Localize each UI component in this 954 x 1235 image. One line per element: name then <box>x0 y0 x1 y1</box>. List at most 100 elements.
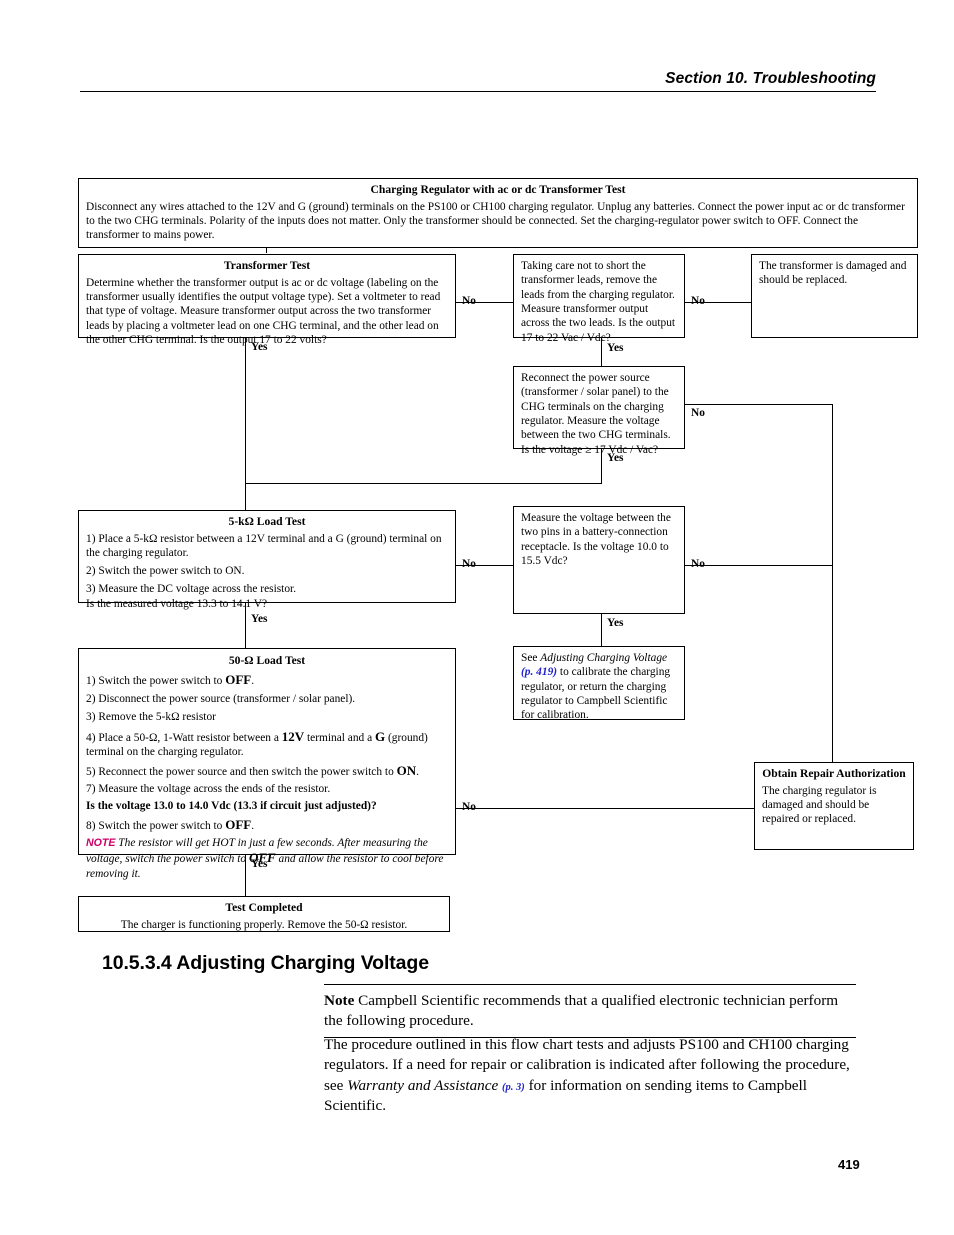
connector-load50-yes-vert <box>245 855 247 896</box>
box-50ohm-step5: 5) Reconnect the power source and then s… <box>86 763 448 779</box>
box-5k-load-test-question: Is the measured voltage 13.3 to 14.1 V? <box>86 598 268 611</box>
body-para-italic-title: Warranty and Assistance <box>347 1076 499 1094</box>
box-test-completed-title: Test Completed <box>225 901 303 914</box>
box-battery-receptacle: Measure the voltage between the two pins… <box>513 506 685 614</box>
note-text-b: and allow the resistor to cool before re… <box>86 853 444 880</box>
box-remove-leads-body: Taking care not to short the transformer… <box>521 260 676 344</box>
note-keyword-label: Note <box>324 992 355 1009</box>
note-body-text: Campbell Scientific recommends that a qu… <box>324 992 839 1030</box>
see-prefix: See <box>521 652 541 664</box>
box-transformer-damaged-body: The transformer is damaged and should be… <box>759 260 907 287</box>
step5-text: 5) Reconnect the power source and then s… <box>86 766 397 779</box>
label-no-reconnect: No <box>691 407 705 419</box>
box-50ohm-question: Is the voltage 13.0 to 14.0 Vdc (13.3 if… <box>86 800 377 813</box>
troubleshooting-flowchart: No No Yes Yes No Yes No No Yes Yes No Ye… <box>78 178 918 932</box>
section-heading: 10.5.3.4 Adjusting Charging Voltage <box>102 952 429 974</box>
box-reconnect-power-source-body: Reconnect the power source (transformer … <box>521 372 671 456</box>
body-para-pre: The procedure outlined in this flow char… <box>324 1036 850 1094</box>
step4-text-b: terminal and a <box>304 731 375 744</box>
connector-right-trunk-vert <box>832 404 834 765</box>
box-see-adjusting-charging-voltage: See Adjusting Charging Voltage (p. 419) … <box>513 646 685 723</box>
note-off: OFF <box>248 850 276 866</box>
body-para-page-link[interactable]: (p. 3) <box>502 1081 525 1093</box>
box-5k-load-test-step3: 3) Measure the DC voltage across the res… <box>86 582 297 595</box>
box-50ohm-step1: 1) Switch the power switch to OFF. <box>86 672 448 688</box>
step4-text-a: 4) Place a 50-Ω, 1-Watt resistor between… <box>86 731 282 744</box>
box-50ohm-note: NOTE The resistor will get HOT in just a… <box>86 836 448 881</box>
box-test-completed: Test Completed The charger is functionin… <box>78 896 450 932</box>
box-remove-leads: Taking care not to short the transformer… <box>513 254 685 344</box>
box-test-completed-body: The charger is functioning properly. Rem… <box>120 918 408 931</box>
label-yes-reconnect: Yes <box>607 452 624 464</box>
connector-battery-no-horiz <box>685 565 833 567</box>
label-yes-transformer: Yes <box>251 341 268 353</box>
label-yes-load50: Yes <box>251 858 268 870</box>
step1-off: OFF <box>225 671 252 687</box>
label-no-removeleads: No <box>691 295 705 307</box>
connector-removeleads-no-horiz <box>685 302 751 304</box>
step4-12v: 12V <box>281 728 305 744</box>
connector-load5k-yes-vert <box>245 603 247 648</box>
box-battery-receptacle-body: Measure the voltage between the two pins… <box>521 512 671 568</box>
step5-on: ON <box>396 763 417 779</box>
box-intro-charging-regulator-test: Charging Regulator with ac or dc Transfo… <box>78 178 918 248</box>
connector-reconnect-yes-vert <box>601 449 603 484</box>
note-keyword: NOTE <box>86 836 116 849</box>
step4-g: G <box>375 728 386 744</box>
page-header: Section 10. Troubleshooting <box>80 70 876 92</box>
connector-load50-no-horiz <box>456 808 833 810</box>
box-transformer-test-title: Transformer Test <box>223 259 311 272</box>
box-50ohm-load-test-title: 50-Ω Load Test <box>228 654 306 667</box>
body-para-post: for information on sending items to Camp… <box>324 1076 807 1115</box>
body-paragraph: The procedure outlined in this flow char… <box>324 1035 856 1116</box>
label-no-transformer: No <box>462 295 476 307</box>
header-section-label: Section 10. Troubleshooting <box>665 70 876 87</box>
box-repair-auth-body: The charging regulator is damaged and sh… <box>762 784 877 826</box>
box-obtain-repair-authorization: Obtain Repair Authorization The charging… <box>754 762 914 850</box>
box-5k-load-test-title: 5-kΩ Load Test <box>228 515 306 528</box>
step4-text-c: (ground) terminal on the charging regula… <box>86 731 428 759</box>
connector-reconnect-no-horiz <box>685 404 833 406</box>
step8-text: 8) Switch the power switch to <box>86 819 226 832</box>
see-italic-title: Adjusting Charging Voltage <box>540 652 668 664</box>
box-50ohm-step4: 4) Place a 50-Ω, 1-Watt resistor between… <box>86 729 448 760</box>
connector-transformer-yes-vert <box>245 338 247 510</box>
page-number: 419 <box>838 1157 860 1172</box>
connector-battery-yes-vert <box>601 614 603 646</box>
box-see-adjusting-body: See Adjusting Charging Voltage (p. 419) … <box>521 651 677 723</box>
connector-intro-to-transformer <box>266 243 268 253</box>
box-transformer-test: Transformer Test Determine whether the t… <box>78 254 456 346</box>
box-5k-load-test-step1: 1) Place a 5-kΩ resistor between a 12V t… <box>86 532 442 559</box>
box-transformer-test-body: Determine whether the transformer output… <box>86 276 441 347</box>
box-repair-auth-title: Obtain Repair Authorization <box>762 767 906 780</box>
label-no-load50: No <box>462 801 476 813</box>
box-transformer-damaged: The transformer is damaged and should be… <box>751 254 918 338</box>
label-no-battery: No <box>691 558 705 570</box>
box-intro-body: Disconnect any wires attached to the 12V… <box>86 200 905 242</box>
box-intro-title: Charging Regulator with ac or dc Transfo… <box>370 183 626 196</box>
step8-period: . <box>251 819 255 832</box>
see-page-link[interactable]: (p. 419) <box>521 666 558 679</box>
label-yes-battery: Yes <box>607 617 624 629</box>
connector-reconnect-yes-horiz <box>245 483 602 485</box>
see-suffix: to calibrate the charging regulator, or … <box>521 666 671 722</box>
connector-removeleads-yes-vert <box>601 338 603 366</box>
box-50ohm-load-test: 50-Ω Load Test 1) Switch the power switc… <box>78 648 456 880</box>
note-text-a: The resistor will get HOT in just a few … <box>86 836 428 866</box>
label-no-load5k: No <box>462 558 476 570</box>
box-50ohm-step3: 3) Remove the 5-kΩ resistor <box>86 711 216 724</box>
box-5k-load-test-step2: 2) Switch the power switch to ON. <box>86 564 245 577</box>
step1-period: . <box>251 674 255 687</box>
box-50ohm-step2: 2) Disconnect the power source (transfor… <box>86 692 356 705</box>
box-5k-load-test: 5-kΩ Load Test 1) Place a 5-kΩ resistor … <box>78 510 456 610</box>
box-reconnect-power-source: Reconnect the power source (transformer … <box>513 366 685 456</box>
label-yes-load5k: Yes <box>251 613 268 625</box>
connector-load5k-no-horiz <box>456 565 513 567</box>
box-50ohm-step7: 7) Measure the voltage across the ends o… <box>86 782 331 795</box>
label-yes-removeleads: Yes <box>607 342 624 354</box>
box-50ohm-step8: 8) Switch the power switch to OFF. <box>86 817 448 833</box>
step8-off: OFF <box>225 816 252 832</box>
step1-text: 1) Switch the power switch to <box>86 674 226 687</box>
note-block: Note Campbell Scientific recommends that… <box>324 984 856 1039</box>
connector-transformer-no-horiz <box>456 302 513 304</box>
